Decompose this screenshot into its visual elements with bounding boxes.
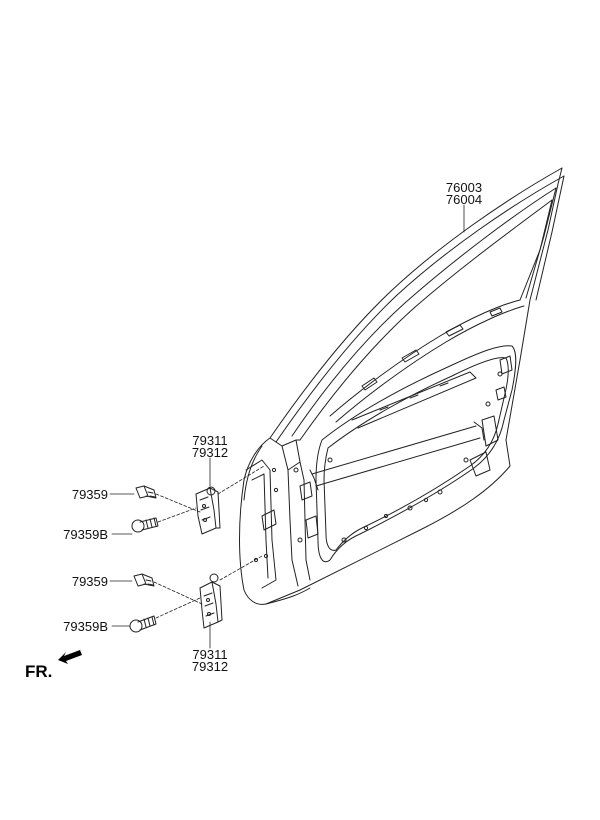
label-lower-bolt-b: 79359B <box>63 619 108 634</box>
front-arrow-icon <box>58 650 82 664</box>
label-door-part-a: 76003 <box>445 180 483 195</box>
bolt-upper-79359 <box>135 485 157 499</box>
assembly-lines <box>153 465 265 619</box>
label-upper-bolt: 79359 <box>71 487 108 502</box>
upper-hinge <box>195 486 221 535</box>
label-lower-hinge-a: 79311 <box>192 647 228 662</box>
label-upper-bolt-b: 79359B <box>63 527 108 542</box>
lower-hinge <box>199 573 223 629</box>
label-upper-hinge-b: 79312 <box>191 445 229 460</box>
bolt-lower-79359B <box>129 615 157 633</box>
bolt-lower-79359 <box>133 573 155 587</box>
bolt-upper-79359B <box>131 517 159 533</box>
label-lower-hinge-b: 79312 <box>191 659 229 674</box>
leader-lines <box>109 204 465 649</box>
label-door-part-b: 76004 <box>445 192 483 207</box>
label-upper-hinge-a: 79311 <box>192 433 228 448</box>
label-lower-bolt: 79359 <box>71 574 108 589</box>
door-frame <box>269 167 565 443</box>
front-marker-label: FR. <box>25 662 53 681</box>
door-inner-panel <box>239 299 531 605</box>
